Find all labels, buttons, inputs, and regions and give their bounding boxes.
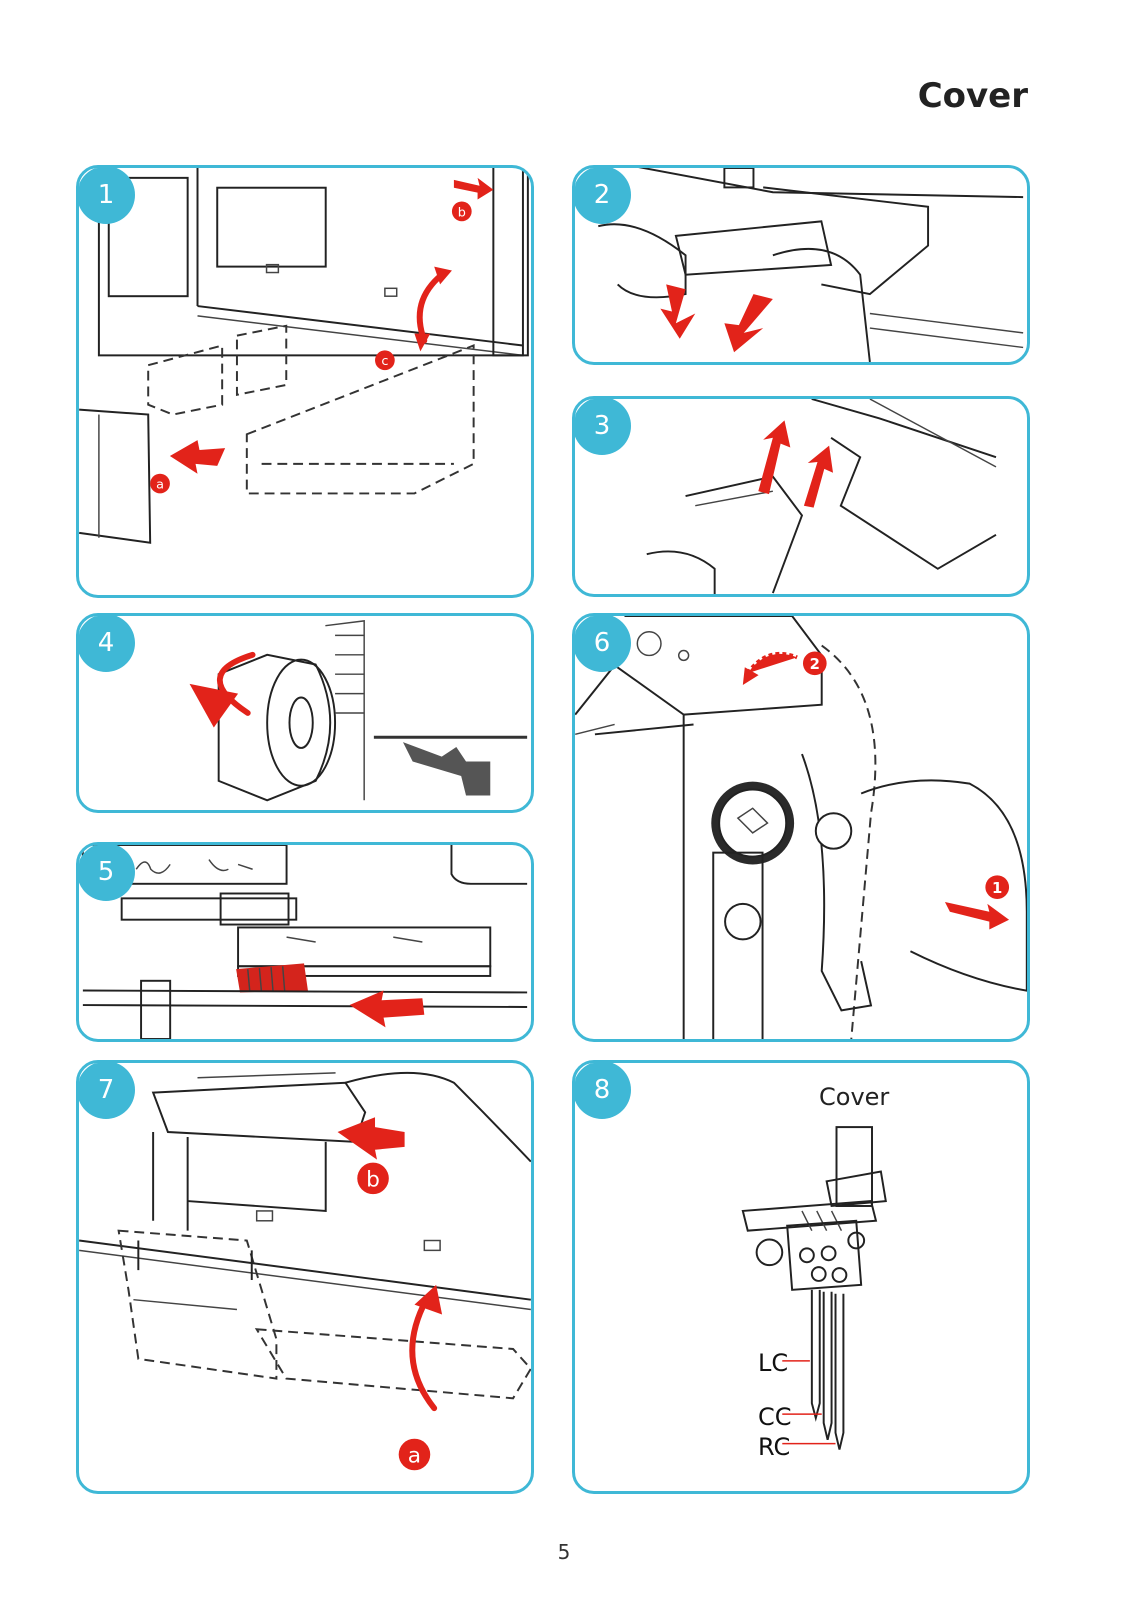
step-3-badge: 3 (575, 399, 631, 455)
step-7-badge: 7 (79, 1063, 135, 1119)
step-4-panel: 4 (76, 613, 534, 813)
step-7-marker-a: a (408, 1443, 421, 1468)
step-5-illustration (81, 845, 528, 1039)
step-6-panel: 2 1 6 (572, 613, 1030, 1042)
step-2-badge: 2 (575, 168, 631, 224)
step-4-illustration (189, 620, 528, 802)
step-1-illustration: a b c (79, 168, 529, 544)
step-3-illustration (646, 399, 997, 594)
step-1-marker-b: b (458, 205, 466, 220)
step-1-panel: a b c 1 (76, 165, 534, 598)
step-6-marker-2: 2 (810, 656, 820, 673)
page-number: 5 (557, 1540, 571, 1564)
step-7-marker-b: b (366, 1167, 380, 1192)
step-6-badge: 6 (575, 616, 631, 672)
step-5-badge: 5 (79, 845, 135, 901)
needle-label-cc: CC (758, 1403, 792, 1431)
needle-label-lc: LC (758, 1349, 789, 1377)
step-4-badge: 4 (79, 616, 135, 672)
page-title: Cover (917, 76, 1028, 116)
step-2-panel: 2 (572, 165, 1030, 365)
step-7-illustration: b a (79, 1071, 531, 1471)
step-8-badge: 8 (575, 1063, 631, 1119)
step-1-badge: 1 (79, 168, 135, 224)
step-1-marker-a: a (156, 477, 164, 492)
step-6-marker-1: 1 (992, 880, 1002, 897)
cover-caption: Cover (819, 1083, 890, 1111)
step-5-panel: 5 (76, 842, 534, 1042)
step-1-marker-c: c (381, 354, 388, 369)
step-7-panel: b a 7 (76, 1060, 534, 1494)
needle-label-rc: RC (758, 1433, 791, 1461)
step-8-needle-diagram (741, 1126, 887, 1450)
step-8-panel: Cover LC CC RC 8 (572, 1060, 1030, 1494)
step-2-illustration (598, 168, 1024, 362)
step-6-illustration: 2 1 (575, 616, 1027, 1039)
step-3-panel: 3 (572, 396, 1030, 597)
